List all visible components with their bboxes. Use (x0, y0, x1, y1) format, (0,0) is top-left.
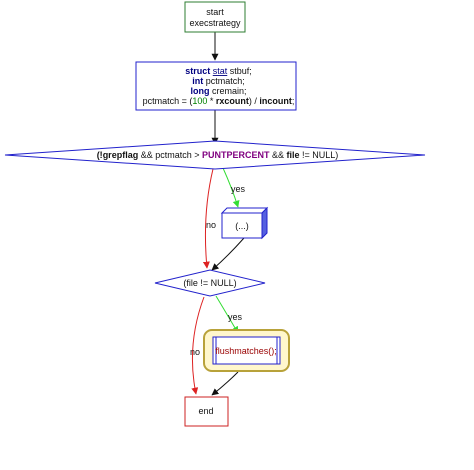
edge-cond1-yes (222, 167, 240, 208)
declaration-block[interactable]: struct stat stbuf; int pctmatch; long cr… (125, 61, 307, 111)
decl-line-struct: struct stat stbuf; (168, 66, 265, 76)
condition-file-not-null[interactable]: (file != NULL) (154, 269, 266, 297)
edge-label-yes-1: yes (231, 184, 246, 194)
edge-label-yes-2: yes (228, 312, 243, 322)
edge-label-no-2: no (190, 347, 200, 357)
edge-cond1-no (202, 168, 214, 269)
edges: yes no yes no (190, 32, 246, 396)
condition-file-not-null-label: (file != NULL) (183, 278, 236, 288)
condition-puntpercent[interactable]: (!grepflag && pctmatch > PUNTPERCENT && … (4, 140, 426, 170)
ellipsis-block-label: (...) (235, 221, 249, 231)
start-node[interactable]: start execstrategy (184, 1, 246, 33)
end-node[interactable]: end (184, 396, 229, 427)
ellipsis-block[interactable]: (...) (220, 206, 269, 240)
edge-cond2-no (191, 296, 205, 395)
end-node-label: end (198, 406, 213, 416)
flushmatches-call[interactable]: flushmatches(); (203, 329, 290, 372)
edge-label-no-1: no (206, 220, 216, 230)
flushmatches-call-label: flushmatches(); (215, 346, 277, 356)
condition-puntpercent-label: (!grepflag && pctmatch > PUNTPERCENT && … (79, 150, 351, 160)
decl-line-long: long cremain; (173, 86, 259, 96)
decl-line-assign: pctmatch = (100 * rxcount) / incount; (125, 96, 307, 106)
start-node-function-name: execstrategy (189, 18, 241, 28)
start-node-label: start (206, 7, 224, 17)
decl-line-int: int pctmatch; (175, 76, 258, 86)
edge-ellipsis-to-cond2 (211, 237, 245, 271)
edge-flush-to-end (211, 371, 239, 396)
